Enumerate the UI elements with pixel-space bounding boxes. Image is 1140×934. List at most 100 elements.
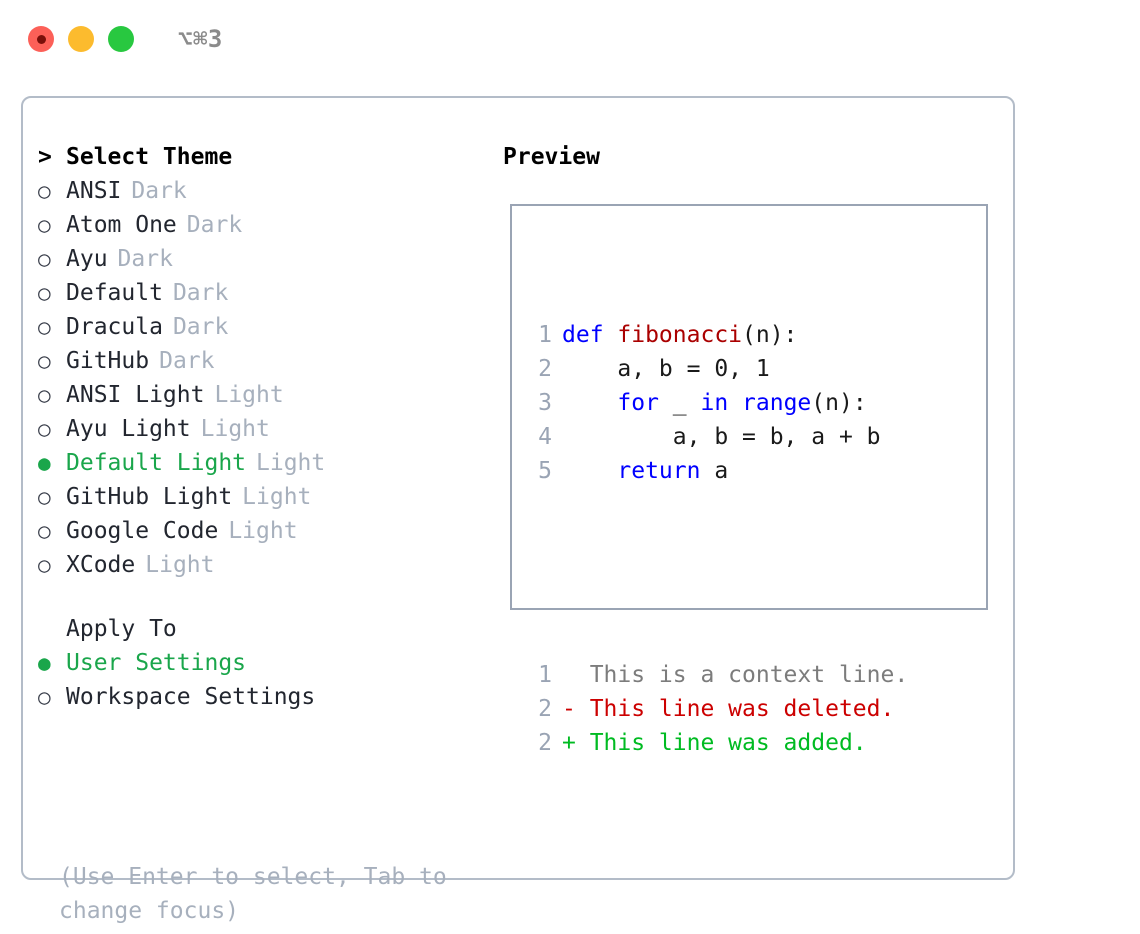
keyboard-shortcut-label: ⌥⌘3 xyxy=(178,25,223,53)
code-token: a, b = 0, 1 xyxy=(562,356,770,382)
radio-unselected-icon: ○ xyxy=(38,179,51,203)
code-token: (n): xyxy=(742,322,798,348)
maximize-button[interactable] xyxy=(108,26,134,52)
theme-option-ayu-light[interactable]: ○ Ayu Light Light xyxy=(38,416,498,450)
code-token: return xyxy=(617,458,701,484)
close-button[interactable] xyxy=(28,26,54,52)
code-line: 1 def fibonacci(n): xyxy=(532,318,908,352)
diff-line: 1 This is a context line. xyxy=(532,658,908,692)
theme-option-tag: Dark xyxy=(131,178,187,204)
caret-icon: > xyxy=(38,144,52,170)
theme-option-ansi-light[interactable]: ○ ANSI Light Light xyxy=(38,382,498,416)
code-line-number: 3 xyxy=(538,390,552,416)
code-line-number: 5 xyxy=(538,458,552,484)
minimize-button[interactable] xyxy=(68,26,94,52)
theme-option-label: Default Light xyxy=(66,450,247,476)
apply-to-option-user-settings[interactable]: ● User Settings xyxy=(38,650,498,684)
radio-unselected-icon: ○ xyxy=(38,485,51,509)
theme-option-tag: Dark xyxy=(159,348,215,374)
code-token: range xyxy=(742,390,812,416)
code-line: 5 return a xyxy=(532,454,908,488)
diff-line-text: - This line was deleted. xyxy=(562,696,895,722)
theme-option-tag: Light xyxy=(214,382,284,408)
theme-option-tag: Dark xyxy=(172,314,229,340)
code-token: fibonacci xyxy=(617,322,743,348)
theme-option-default-light[interactable]: ● Default Light Light xyxy=(38,450,498,484)
radio-unselected-icon: ○ xyxy=(38,685,51,709)
title-bar: ⌥⌘3 xyxy=(0,0,1140,78)
keyboard-hint-text: (Use Enter to select, Tab to change focu… xyxy=(59,864,461,924)
theme-option-label: Ayu Light xyxy=(66,416,191,442)
code-token: a xyxy=(700,458,729,484)
theme-option-label: ANSI xyxy=(66,178,122,204)
diff-line-text: + This line was added. xyxy=(562,730,867,756)
radio-unselected-icon: ○ xyxy=(38,553,51,577)
theme-option-tag: Dark xyxy=(186,212,243,238)
theme-option-label: Ayu xyxy=(66,246,108,272)
diff-line: 2 + This line was added. xyxy=(532,726,908,760)
radio-unselected-icon: ○ xyxy=(38,349,51,373)
theme-list-header: > Select Theme xyxy=(38,144,498,178)
diff-line-number: 1 xyxy=(538,662,552,688)
radio-selected-icon: ● xyxy=(38,651,51,675)
code-line: 4 a, b = b, a + b xyxy=(532,420,908,454)
apply-to-title: Apply To xyxy=(66,616,177,642)
preview-column: Preview xyxy=(503,144,1003,170)
radio-selected-icon: ● xyxy=(38,451,51,475)
theme-list-title: Select Theme xyxy=(66,144,233,170)
code-token: (n): xyxy=(811,390,867,416)
code-token xyxy=(728,390,742,416)
code-line: 3 for _ in range(n): xyxy=(532,386,908,420)
theme-option-github-light[interactable]: ○ GitHub Light Light xyxy=(38,484,498,518)
code-token xyxy=(562,458,617,484)
theme-option-label: GitHub Light xyxy=(66,484,233,510)
theme-option-ansi[interactable]: ○ ANSI Dark xyxy=(38,178,498,212)
radio-unselected-icon: ○ xyxy=(38,383,51,407)
code-token xyxy=(562,390,617,416)
window-controls xyxy=(28,26,134,52)
theme-option-ayu[interactable]: ○ Ayu Dark xyxy=(38,246,498,280)
radio-unselected-icon: ○ xyxy=(38,519,51,543)
radio-unselected-icon: ○ xyxy=(38,417,51,441)
theme-option-label: GitHub xyxy=(66,348,150,374)
code-token: def xyxy=(562,322,618,348)
code-token: in xyxy=(700,390,729,416)
apply-to-option-label: User Settings xyxy=(66,650,247,676)
code-token: a, b = b, a + b xyxy=(562,424,881,450)
radio-unselected-icon: ○ xyxy=(38,213,51,237)
diff-line: 2 - This line was deleted. xyxy=(532,692,908,726)
preview-title: Preview xyxy=(503,144,600,170)
diff-line-number: 2 xyxy=(538,730,552,756)
theme-option-tag: Dark xyxy=(117,246,173,272)
theme-option-github[interactable]: ○ GitHub Dark xyxy=(38,348,498,382)
theme-option-tag: Light xyxy=(145,552,215,578)
theme-option-tag: Light xyxy=(256,450,326,476)
radio-unselected-icon: ○ xyxy=(38,315,51,339)
radio-unselected-icon: ○ xyxy=(38,281,51,305)
theme-option-label: Google Code xyxy=(66,518,219,544)
theme-option-label: Dracula xyxy=(66,314,163,340)
apply-to-spacer-icon: ○ xyxy=(38,617,66,641)
apply-to-option-label: Workspace Settings xyxy=(66,684,316,710)
theme-option-tag: Light xyxy=(200,416,270,442)
theme-option-label: ANSI Light xyxy=(66,382,205,408)
theme-option-dracula[interactable]: ○ Dracula Dark xyxy=(38,314,498,348)
code-gap xyxy=(532,556,908,590)
code-token: _ xyxy=(658,390,701,416)
diff-line-number: 2 xyxy=(538,696,552,722)
radio-unselected-icon: ○ xyxy=(38,247,51,271)
theme-option-tag: Light xyxy=(242,484,312,510)
code-line-number: 2 xyxy=(538,356,552,382)
code-line-number: 1 xyxy=(538,322,552,348)
apply-to-options-list: ● User Settings ○ Workspace Settings xyxy=(38,650,498,718)
apply-to-option-workspace-settings[interactable]: ○ Workspace Settings xyxy=(38,684,498,718)
